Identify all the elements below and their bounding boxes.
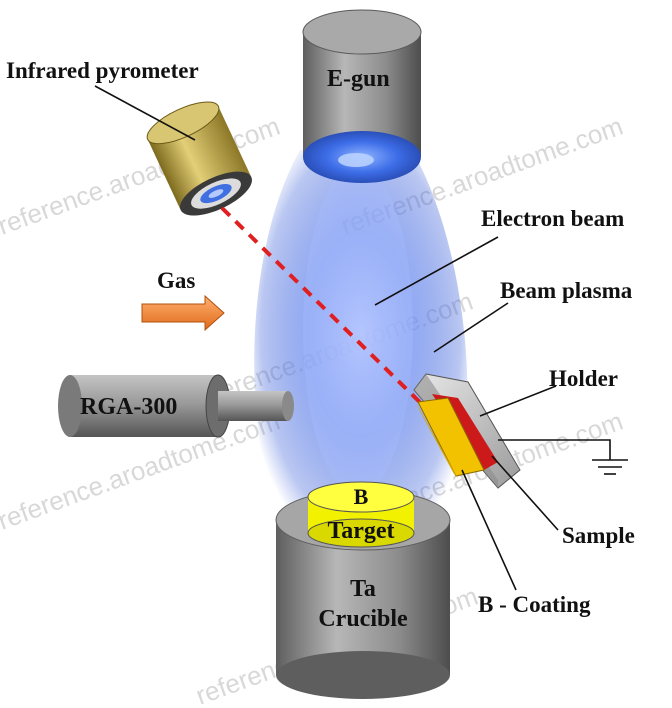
label-egun: E-gun: [327, 66, 390, 92]
leader-pyrometer: [94, 85, 196, 141]
label-infrared-pyrometer: Infrared pyrometer: [6, 58, 199, 83]
label-electron-beam: Electron beam: [481, 206, 624, 231]
label-sample: Sample: [562, 523, 635, 548]
labels: Infrared pyrometer E-gun Electron beam G…: [6, 58, 635, 632]
egun: [302, 9, 422, 183]
ground-symbol: [498, 439, 628, 475]
label-holder: Holder: [549, 366, 618, 391]
label-rga-300: RGA-300: [80, 394, 177, 420]
leader-sample: [491, 455, 559, 531]
leader-b-coating: [461, 469, 517, 591]
label-target-line1: B: [354, 484, 369, 509]
label-crucible-line2: Crucible: [318, 606, 408, 632]
b-target: [307, 481, 415, 548]
infrared-pyrometer: [146, 101, 252, 216]
label-crucible-line1: Ta: [350, 576, 376, 602]
leader-lines: [94, 85, 559, 591]
label-b-coating: B - Coating: [478, 592, 591, 617]
rga-300: [58, 374, 294, 438]
label-gas: Gas: [157, 268, 195, 293]
holder-assembly: [413, 373, 521, 489]
gas-arrow: [141, 294, 225, 332]
pyrometer-laser-line: [220, 206, 440, 422]
leader-holder: [479, 385, 557, 417]
label-target-line2: Target: [327, 518, 394, 544]
leader-beam-plasma: [433, 302, 509, 353]
label-beam-plasma: Beam plasma: [500, 278, 633, 303]
leader-electron-beam: [374, 236, 499, 306]
beam-plasma: [254, 150, 468, 560]
